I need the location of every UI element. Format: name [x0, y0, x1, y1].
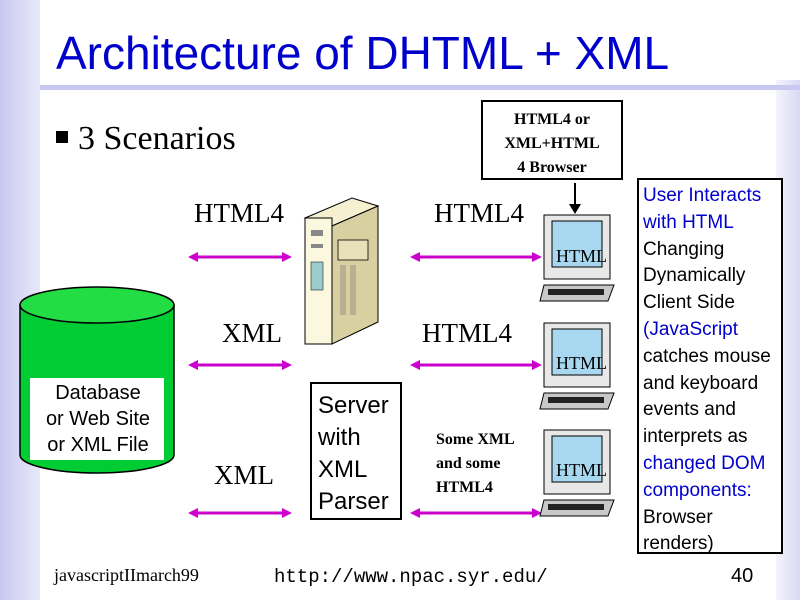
database-cylinder-icon: [19, 286, 175, 474]
server-box: Server with XML Parser: [310, 382, 402, 520]
monitor-label-1: HTML: [556, 246, 607, 266]
server-box-line: with: [318, 424, 361, 451]
footer-left-text: javascriptIImarch99: [54, 565, 199, 585]
right-link-label-1: HTML4: [434, 198, 524, 228]
monitor-label-3: HTML: [556, 460, 607, 480]
side-note-line: User Interacts: [643, 185, 762, 206]
side-note-line: (JavaScript: [643, 318, 739, 340]
bullet-square-icon: [56, 131, 68, 143]
side-note-line: components:: [643, 479, 752, 501]
browser-box-line: HTML4 or: [514, 111, 590, 128]
database-label-line: or XML File: [47, 434, 149, 456]
side-note-line: Dynamically: [643, 265, 746, 287]
server-box-line: Server: [318, 392, 389, 419]
side-note-line: with HTML: [643, 211, 734, 233]
monitor-label-2: HTML: [556, 353, 607, 373]
side-note-line: Client Side: [643, 292, 735, 314]
browser-box: HTML4 or XML+HTML 4 Browser: [481, 100, 623, 180]
database-label: Database or Web Site or XML File: [22, 380, 174, 458]
computer-monitor-icon: [539, 429, 615, 517]
right-link-label-3-line: and some: [436, 455, 501, 472]
server-tower-icon: [303, 197, 380, 345]
left-link-label-3: XML: [214, 460, 274, 490]
right-link-label-3: Some XML and some HTML4: [436, 428, 515, 500]
server-box-line: XML: [318, 456, 368, 483]
left-link-label-1: HTML4: [194, 198, 284, 228]
side-note-box: User Interacts with HTML Changing Dynami…: [637, 178, 783, 554]
side-note-line: renders): [643, 533, 714, 555]
side-note-line: Changing: [643, 238, 725, 260]
left-link-label-2: XML: [222, 318, 282, 348]
side-note-line: interprets as: [643, 426, 748, 448]
title-underline: [40, 85, 800, 90]
browser-box-line: XML+HTML: [504, 135, 600, 152]
side-note-line: events and: [643, 399, 736, 421]
side-note-line: changed DOM: [643, 452, 766, 474]
right-link-label-3-line: HTML4: [436, 479, 493, 496]
right-link-label-2: HTML4: [422, 318, 512, 348]
database-label-panel: [30, 378, 164, 460]
right-link-label-3-line: Some XML: [436, 431, 515, 448]
server-box-line: Parser: [318, 488, 389, 515]
side-note-line: Browser: [643, 506, 713, 528]
database-label-line: Database: [55, 382, 141, 404]
computer-monitor-icon: [539, 214, 615, 302]
side-note-line: and keyboard: [643, 372, 759, 394]
browser-box-line: 4 Browser: [517, 159, 587, 176]
database-label-line: or Web Site: [45, 408, 151, 430]
bullet-text: 3 Scenarios: [78, 120, 236, 157]
computer-monitor-icon: [539, 322, 615, 410]
page-number: 40: [731, 565, 754, 587]
footer-url-link[interactable]: http://www.npac.syr.edu/: [274, 566, 548, 588]
side-note-line: catches mouse: [643, 345, 771, 367]
page-title: Architecture of DHTML + XML: [56, 27, 670, 79]
